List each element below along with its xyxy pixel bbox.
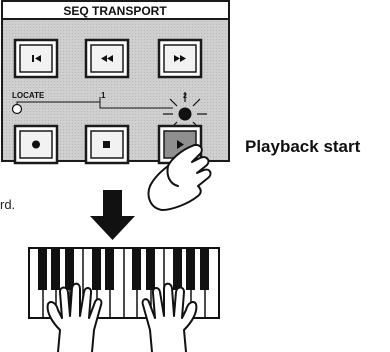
locate-label: LOCATE: [12, 91, 45, 100]
right-hand-icon: [141, 282, 198, 352]
stop-button[interactable]: [84, 124, 130, 165]
fast-forward-icon: [174, 55, 186, 62]
down-arrow-icon: [90, 190, 135, 240]
partial-caption-text: rd.: [0, 197, 16, 212]
pressing-hand-icon: [147, 143, 212, 211]
skip-to-top-icon: [32, 55, 41, 62]
locate-line: [16, 97, 101, 104]
top-button[interactable]: [13, 38, 59, 79]
locate-line-2: [99, 102, 173, 109]
locate-led: [11, 103, 23, 115]
rewind-icon: [101, 55, 113, 62]
locate-section: LOCATE 1 2: [11, 91, 187, 115]
fast-forward-button[interactable]: [157, 38, 203, 79]
record-icon: [32, 140, 40, 149]
playback-start-annotation: Playback start: [245, 137, 361, 156]
record-button[interactable]: [13, 124, 59, 165]
rewind-button[interactable]: [84, 38, 130, 79]
panel-title: SEQ TRANSPORT: [63, 4, 167, 18]
stop-icon: [103, 141, 110, 148]
play-icon: [177, 140, 184, 149]
locate-mark-1: 1: [101, 91, 106, 100]
left-hand-icon: [46, 282, 103, 352]
play-button[interactable]: [157, 124, 203, 165]
